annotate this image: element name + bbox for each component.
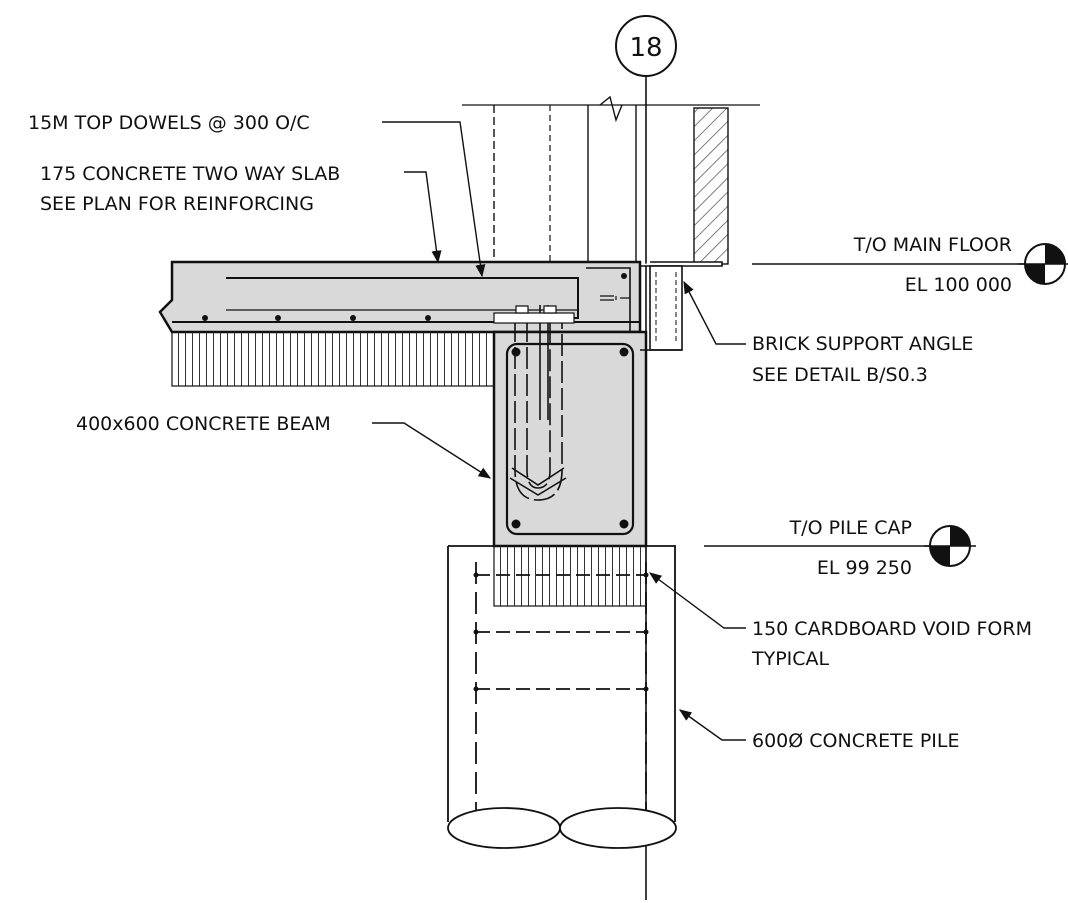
label-brick-line1: BRICK SUPPORT ANGLE bbox=[752, 333, 973, 355]
pile-cap-name: T/O PILE CAP bbox=[789, 517, 912, 539]
beam-void-form bbox=[493, 545, 647, 607]
leaders bbox=[372, 121, 746, 741]
elevation-main-floor: T/O MAIN FLOOR EL 100 000 bbox=[752, 234, 1068, 296]
label-slab-line2: SEE PLAN FOR REINFORCING bbox=[40, 193, 314, 215]
brick-support-angle bbox=[640, 261, 723, 351]
wall-above bbox=[462, 95, 760, 265]
grid-bubble-label: 18 bbox=[629, 33, 662, 63]
label-void-line1: 150 CARDBOARD VOID FORM bbox=[752, 618, 1032, 640]
slab-void-form bbox=[171, 331, 495, 387]
label-slab-line1: 175 CONCRETE TWO WAY SLAB bbox=[40, 163, 340, 185]
label-top-dowels: 15M TOP DOWELS @ 300 O/C bbox=[28, 112, 310, 134]
pile-cap-elevation: EL 99 250 bbox=[817, 557, 912, 579]
brick-veneer bbox=[693, 107, 729, 265]
label-beam: 400x600 CONCRETE BEAM bbox=[76, 413, 331, 435]
pile-cap bbox=[447, 545, 677, 849]
concrete-beam bbox=[492, 305, 648, 548]
elevation-pile-cap: T/O PILE CAP EL 99 250 bbox=[704, 517, 976, 579]
grid-bubble: 18 bbox=[615, 15, 677, 77]
label-pile: 600Ø CONCRETE PILE bbox=[752, 730, 959, 752]
label-brick-line2: SEE DETAIL B/S0.3 bbox=[752, 364, 928, 386]
main-floor-elevation: EL 100 000 bbox=[905, 274, 1012, 296]
main-floor-name: T/O MAIN FLOOR bbox=[853, 234, 1012, 256]
label-void-line2: TYPICAL bbox=[751, 648, 830, 670]
